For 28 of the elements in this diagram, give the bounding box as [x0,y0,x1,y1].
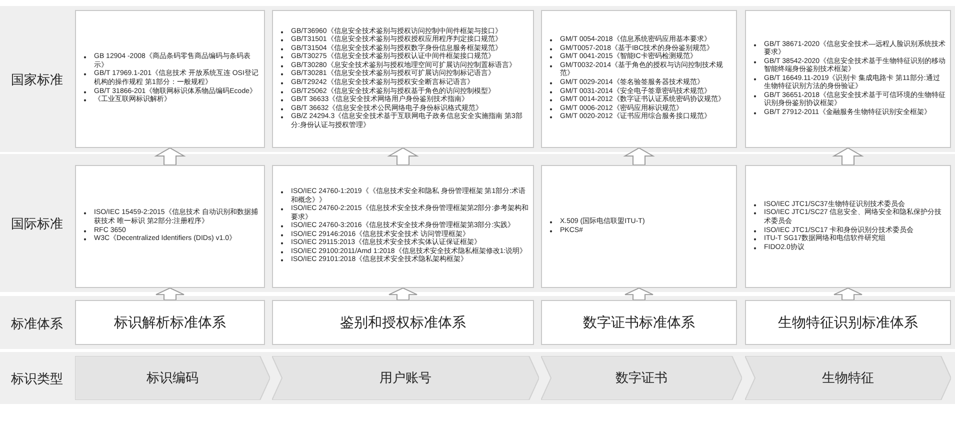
row-label: 标识类型 [10,370,64,388]
system-box: 生物特征识别标准体系 [745,300,951,345]
standards-list-box [745,10,951,148]
system-box: 标识解析标准体系 [75,300,265,345]
row-label: 标准体系 [10,314,64,332]
row-label: 国家标准 [10,71,64,89]
standards-list-box [541,10,737,148]
type-banner: 数字证书 [541,356,742,400]
hollow-arrow [388,287,418,300]
hollow-arrow [834,287,862,300]
system-box: 数字证书标准体系 [541,300,737,345]
standards-list-box [75,10,265,148]
type-banner: 生物特征 [745,356,951,400]
hollow-arrow [623,147,655,166]
standards-list-box [75,165,265,288]
standards-list-box [745,165,951,288]
hollow-arrow [624,287,654,300]
standards-list-box [272,165,534,288]
standards-list-box [272,10,534,148]
system-box: 鉴别和授权标准体系 [272,300,534,345]
hollow-arrow [832,147,864,166]
type-banner: 用户账号 [272,356,539,400]
row-label: 国际标准 [10,215,64,233]
hollow-arrow [156,287,184,300]
hollow-arrow [154,147,186,166]
standards-list-box [541,165,737,288]
hollow-arrow [387,147,419,166]
type-banner: 标识编码 [75,356,270,400]
